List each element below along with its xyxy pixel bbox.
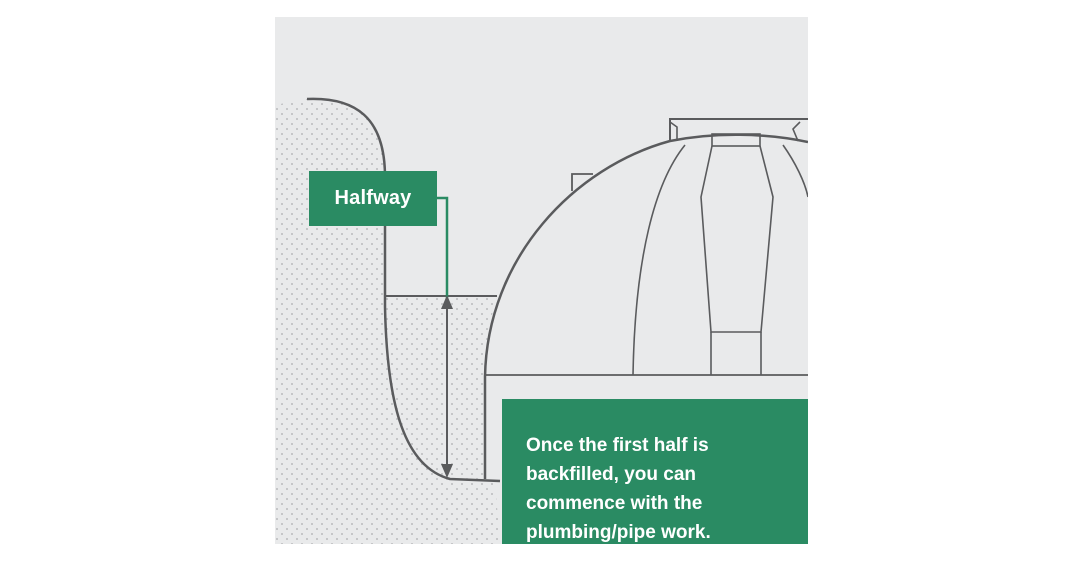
halfway-leader-line	[437, 196, 449, 302]
arrow-head-up	[441, 295, 453, 309]
arrow-head-down	[441, 464, 453, 478]
side-inlet-stub	[571, 173, 593, 191]
manhole-neck	[711, 133, 761, 147]
installation-diagram: Halfway Once the first half is backfille…	[275, 17, 808, 544]
tank-dome-outline	[483, 133, 808, 479]
manhole-collar	[669, 118, 808, 141]
backfill-region	[385, 296, 497, 479]
manhole-flange-right	[792, 121, 801, 142]
excavation-outline	[306, 97, 501, 483]
halfway-label: Halfway	[309, 171, 437, 226]
tank-left-rib	[632, 144, 686, 376]
tank-central-rib	[700, 145, 774, 333]
tank-right-rib	[782, 144, 808, 198]
manhole-flange-left	[669, 121, 678, 141]
backfill-note: Once the first half is backfilled, you c…	[502, 399, 808, 544]
